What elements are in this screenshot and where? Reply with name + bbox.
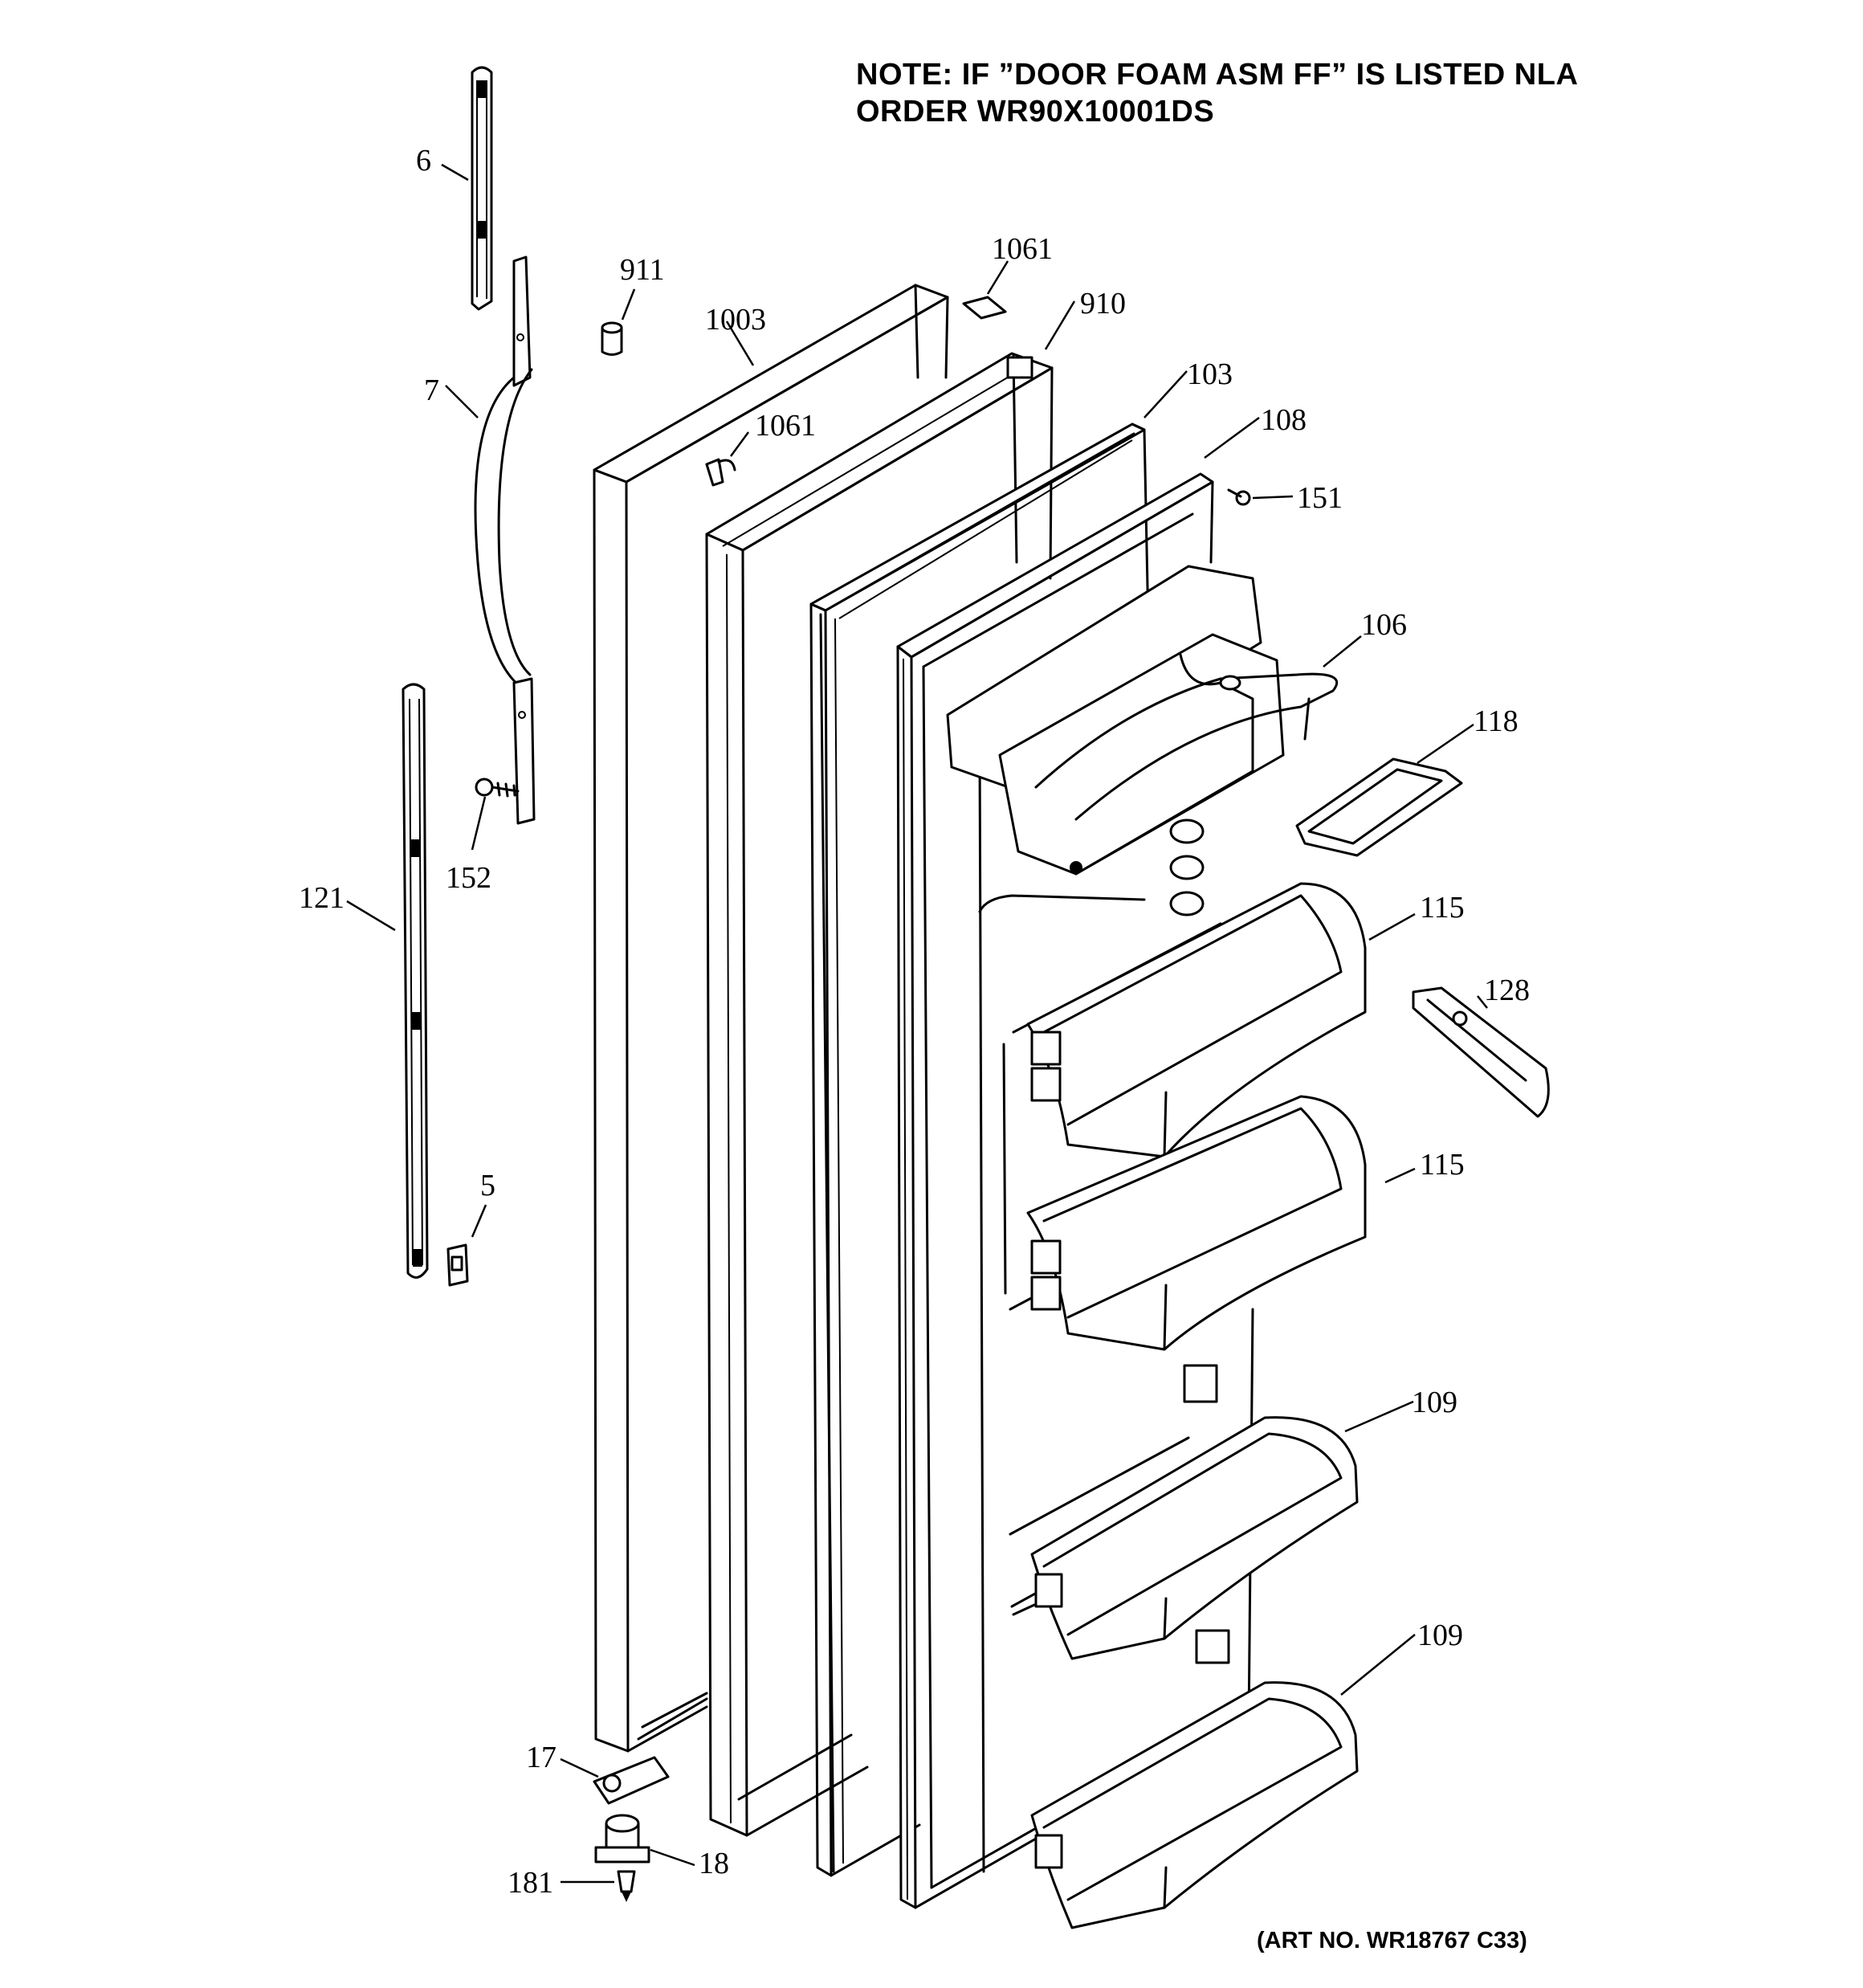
callout-910: 910: [1080, 287, 1126, 320]
part-109-lower-bin: [1030, 1681, 1359, 1929]
part-6-trim-strip: [471, 66, 493, 311]
callout-109-lower: 109: [1417, 1619, 1463, 1652]
part-911-plug: [601, 321, 623, 356]
callout-1061-top: 1061: [992, 232, 1053, 266]
part-910-door-frame: [705, 352, 1054, 1837]
callout-181: 181: [508, 1866, 553, 1900]
part-181-screw: [617, 1870, 636, 1902]
part-128-bin-guard: [1412, 986, 1550, 1118]
part-109-upper-bin: [1030, 1416, 1359, 1660]
callout-118: 118: [1474, 704, 1519, 738]
part-152-screw: [475, 778, 520, 798]
part-118-butter-tray: [1295, 757, 1463, 857]
callout-17: 17: [526, 1741, 556, 1774]
part-1003-door-panel: [593, 284, 949, 1753]
part-5-clip: [446, 1243, 469, 1287]
callout-115-upper: 115: [1420, 891, 1465, 925]
callout-109-upper: 109: [1412, 1386, 1457, 1419]
part-106-dairy-compartment: [946, 565, 1339, 876]
part-115-lower-bin: [1026, 1095, 1367, 1351]
callout-152: 152: [446, 861, 491, 895]
part-1061-lower-bracket: [705, 458, 736, 487]
part-1061-top-bracket: [962, 296, 1007, 320]
callout-1061-lower: 1061: [755, 409, 816, 443]
callout-106: 106: [1361, 608, 1407, 642]
note-line-2: ORDER WR90X10001DS: [856, 95, 1215, 129]
callout-108: 108: [1261, 403, 1307, 437]
art-number: (ART NO. WR18767 C33): [1257, 1928, 1527, 1953]
parts-note: NOTE: IF ”DOOR FOAM ASM FF” IS LISTED NL…: [856, 56, 1578, 130]
callout-121: 121: [299, 881, 344, 915]
part-121-trim-strip: [402, 683, 429, 1279]
callout-128: 128: [1484, 974, 1530, 1007]
callout-911: 911: [620, 253, 665, 287]
part-103-gasket: [809, 423, 1150, 1877]
part-115-upper-bin: [1026, 882, 1367, 1158]
callout-151: 151: [1297, 481, 1343, 515]
part-108-door-liner: [896, 472, 1302, 1909]
callout-6: 6: [416, 144, 431, 178]
part-151-screw: [1227, 488, 1251, 506]
callout-103: 103: [1187, 357, 1233, 391]
part-7-handle: [474, 255, 536, 825]
note-line-1: NOTE: IF ”DOOR FOAM ASM FF” IS LISTED NL…: [856, 58, 1579, 92]
callout-leaders: [346, 163, 1488, 1884]
callout-115-lower: 115: [1420, 1148, 1465, 1182]
callout-18: 18: [699, 1847, 729, 1880]
callout-7: 7: [424, 374, 439, 407]
part-18-hinge-bushing: [594, 1814, 650, 1863]
callout-labels: 6 7 911 1003 1061 910 1061 103 108 151 1…: [299, 144, 1530, 1900]
callout-5: 5: [480, 1169, 495, 1202]
part-17-hinge-plate: [593, 1756, 670, 1805]
callout-1003: 1003: [705, 303, 766, 337]
